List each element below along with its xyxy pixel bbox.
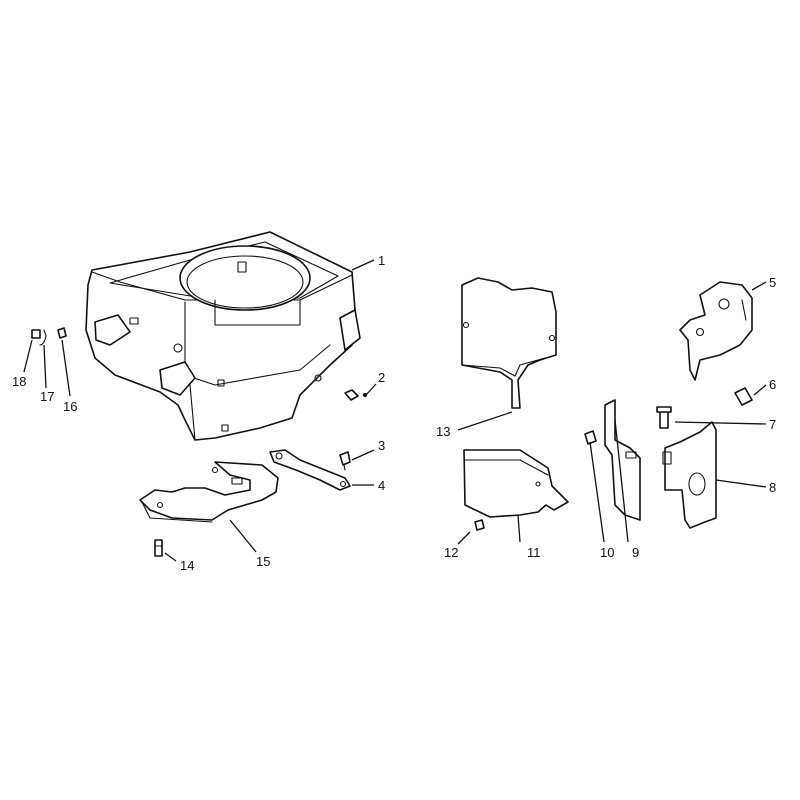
bolt-part-10 [584,430,597,445]
callout-13: 13 [436,424,450,439]
side-bracket-part-9 [604,399,641,521]
callout-3: 3 [378,438,385,453]
callout-16: 16 [63,399,77,414]
callout-1: 1 [378,253,385,268]
hardware-parts-16-17-18 [31,327,67,346]
callout-5: 5 [769,275,776,290]
stud-part-14 [154,539,163,557]
callout-labels: 1 2 3 4 5 6 7 8 9 10 11 12 13 14 15 16 1… [12,253,776,573]
strap-bracket-part-4 [269,449,351,491]
callout-11: 11 [527,545,541,560]
upper-shroud-part-13 [461,277,557,409]
callout-7: 7 [769,417,776,432]
callout-10: 10 [600,545,614,560]
callout-8: 8 [769,480,776,495]
callout-2: 2 [378,370,385,385]
callout-18: 18 [12,374,26,389]
baffle-plate-part-15 [139,461,279,523]
callout-6: 6 [769,377,776,392]
lower-shroud-part-11 [463,449,569,518]
callout-12: 12 [444,545,458,560]
screw-part-2 [344,389,367,401]
bolt-part-3 [339,451,351,471]
callout-17: 17 [40,389,54,404]
side-panel-part-8 [662,421,717,529]
callout-9: 9 [632,545,639,560]
callout-14: 14 [180,558,194,573]
blower-housing-part [85,231,361,441]
top-bracket-part-5 [679,281,753,381]
callout-4: 4 [378,478,385,493]
leader-lines [23,259,767,562]
callout-15: 15 [256,554,270,569]
bolt-part-7 [656,406,672,429]
bolt-part-6 [734,387,753,406]
screw-part-12 [474,519,485,531]
